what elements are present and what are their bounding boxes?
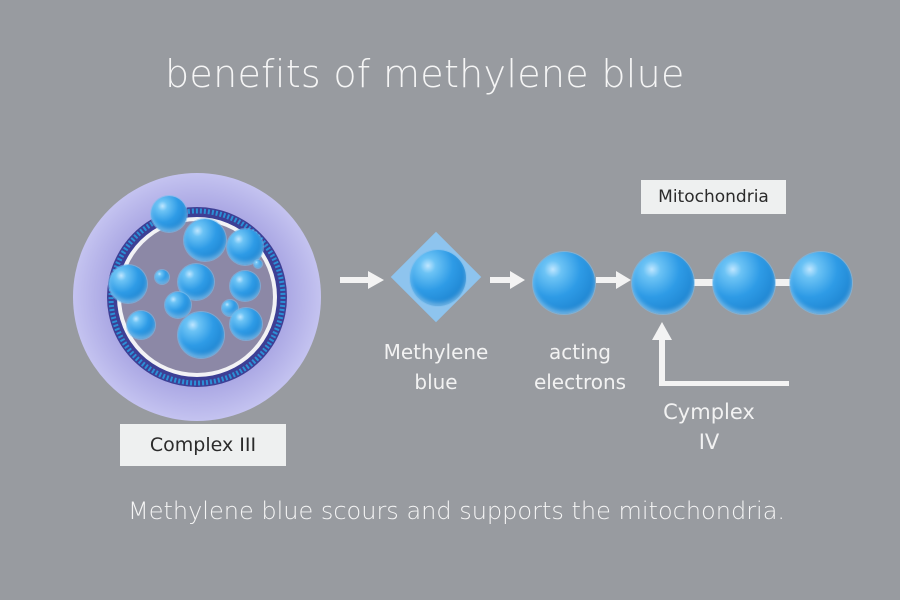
diagram-title: benefits of methylene blue xyxy=(165,52,685,96)
mitochondria-sphere xyxy=(790,252,852,314)
sphere xyxy=(178,312,224,358)
sphere xyxy=(109,265,147,303)
methylene-blue-sphere xyxy=(410,250,466,306)
arrow-icon xyxy=(340,271,384,289)
up-arrow-icon xyxy=(652,322,789,386)
complex-iii-label: Complex III xyxy=(120,424,286,466)
electron-sphere xyxy=(533,252,595,314)
sphere xyxy=(254,260,262,268)
sphere xyxy=(230,308,262,340)
sphere xyxy=(230,271,260,301)
sphere xyxy=(165,292,191,318)
mitochondria-label: Mitochondria xyxy=(641,180,786,214)
sphere xyxy=(151,196,187,232)
acting-electrons-label: acting electrons xyxy=(533,340,627,394)
mitochondria-sphere xyxy=(713,252,775,314)
complex-iii-cell xyxy=(72,172,322,422)
arrow-icon xyxy=(490,271,525,289)
sphere xyxy=(155,270,169,284)
methylene-blue-label: Methylene blue xyxy=(383,340,489,394)
caption: Methylene blue scours and supports the m… xyxy=(128,497,786,525)
sphere xyxy=(184,219,226,261)
sphere xyxy=(127,311,155,339)
complex-iv-label: Cymplex IV xyxy=(663,400,755,454)
arrow-icon xyxy=(596,271,631,289)
mitochondria-sphere xyxy=(632,252,694,314)
sphere xyxy=(227,229,263,265)
